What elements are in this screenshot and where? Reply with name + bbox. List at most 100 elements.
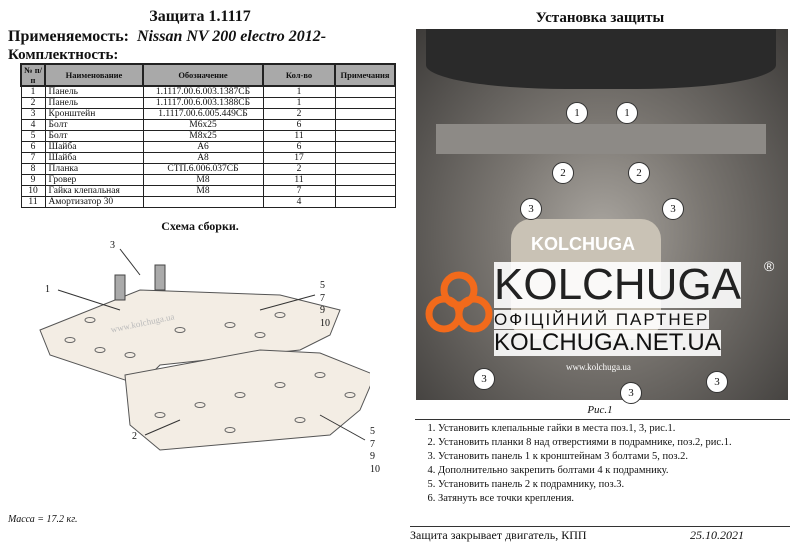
step: Установить клепальные гайки в места поз.… <box>438 422 800 436</box>
callout: 1 <box>566 102 588 124</box>
divider <box>415 419 790 420</box>
table-cell: Гайка клепальная <box>44 185 144 197</box>
table-cell <box>142 196 264 208</box>
table-cell: 1 <box>262 85 336 98</box>
table-cell: Гровер <box>44 174 144 186</box>
col-header: № п/п <box>20 63 46 87</box>
step: Дополнительно закрепить болтами 4 к подр… <box>438 464 800 478</box>
table-cell: А6 <box>142 141 264 153</box>
table-cell: Панель <box>44 97 144 109</box>
table-cell <box>334 108 396 120</box>
table-cell <box>334 141 396 153</box>
table-cell: М8х25 <box>142 130 264 142</box>
table-cell: 2 <box>262 163 336 175</box>
step: Установить панель 1 к кронштейнам 3 болт… <box>438 450 800 464</box>
table-cell: 7 <box>20 152 46 164</box>
label: 5 <box>320 280 325 291</box>
assembly-diagram <box>39 248 370 451</box>
table-cell: 5 <box>20 130 46 142</box>
table-cell: 11 <box>262 130 336 142</box>
table-cell <box>334 185 396 197</box>
bumper-shape <box>426 29 776 89</box>
label-1: 1 <box>45 284 50 295</box>
table-cell: 2 <box>20 97 46 109</box>
table-cell: Панель <box>44 85 144 98</box>
photo-url: www.kolchuga.ua <box>566 362 631 372</box>
table-cell: 6 <box>262 141 336 153</box>
label: 9 <box>320 305 325 316</box>
label: 5 <box>370 426 375 437</box>
photo-watermark: KOLCHUGA <box>531 234 635 254</box>
panel-2-drawing <box>124 349 370 451</box>
table-cell: 6 <box>20 141 46 153</box>
assembly-title: Схема сборки. <box>161 219 239 233</box>
table-cell: М8 <box>142 174 264 186</box>
logo-partner: ОФІЦІЙНИЙ ПАРТНЕР <box>494 310 710 329</box>
table-cell: 1.1117.00.6.005.449СБ <box>142 108 264 120</box>
table-cell: М8 <box>142 185 264 197</box>
callout: 3 <box>473 368 495 390</box>
label: 10 <box>370 463 380 475</box>
table-cell: Кронштейн <box>44 108 144 120</box>
table-cell: Планка <box>44 163 144 175</box>
page-title: Защита 1.1117 <box>149 8 251 25</box>
figure-caption: Рис.1 <box>587 404 613 416</box>
applicability: Применяемость:Nissan NV 200 electro 2012… <box>8 28 326 46</box>
logo-brand: KOLCHUGA <box>494 260 741 309</box>
install-title: Установка защиты <box>535 10 665 26</box>
leader-line <box>57 289 121 311</box>
table-cell <box>334 152 396 164</box>
col-header: Кол-во <box>262 63 336 87</box>
table-cell: 1.1117.00.6.003.1387СБ <box>142 85 264 98</box>
step: Затянуть все точки крепления. <box>438 492 800 506</box>
col-header: Примечания <box>334 63 396 87</box>
col-header: Наименование <box>44 63 144 87</box>
callout: 3 <box>662 198 684 220</box>
kit-label: Комплектность: <box>8 47 119 63</box>
table-cell: 9 <box>20 174 46 186</box>
table-cell <box>334 196 396 208</box>
label: 10 <box>320 317 330 329</box>
table-cell: Болт <box>44 119 144 131</box>
table-cell: 10 <box>20 185 46 197</box>
table-cell: Шайба <box>44 141 144 153</box>
logo-site: KOLCHUGA.NET.UA <box>494 329 721 356</box>
callout: 3 <box>520 198 542 220</box>
kolchuga-logo: KOLCHUGA ® ОФІЦІЙНИЙ ПАРТНЕР KOLCHUGA.NE… <box>424 258 784 358</box>
table-cell: 6 <box>262 119 336 131</box>
step: Установить планки 8 над отверстиями в по… <box>438 436 800 450</box>
mounting-holes <box>64 312 356 433</box>
bracket-drawing <box>114 274 126 301</box>
footer-note: Защита закрывает двигатель, КПП <box>410 528 587 542</box>
label: 9 <box>370 451 375 462</box>
table-cell: А8 <box>142 152 264 164</box>
table-cell <box>334 174 396 186</box>
leader-line <box>144 419 181 436</box>
crossmember-shape <box>436 124 766 154</box>
callout: 3 <box>620 382 642 404</box>
table-cell: 8 <box>20 163 46 175</box>
table-cell <box>334 130 396 142</box>
table-cell: 1.1117.00.6.003.1388СБ <box>142 97 264 109</box>
mass: Масса = 17.2 кг. <box>8 514 78 525</box>
table-cell: 7 <box>262 185 336 197</box>
leader-line <box>319 414 366 441</box>
table-cell: 11 <box>20 196 46 208</box>
leader-line <box>259 294 316 311</box>
table-cell: 4 <box>262 196 336 208</box>
callout: 2 <box>552 162 574 184</box>
label-2: 2 <box>132 431 137 442</box>
parts-table: № п/п Наименование Обозначение Кол-во Пр… <box>20 63 396 208</box>
table-cell <box>334 85 396 98</box>
table-cell <box>334 163 396 175</box>
table-cell <box>334 119 396 131</box>
label-3: 3 <box>110 240 115 251</box>
